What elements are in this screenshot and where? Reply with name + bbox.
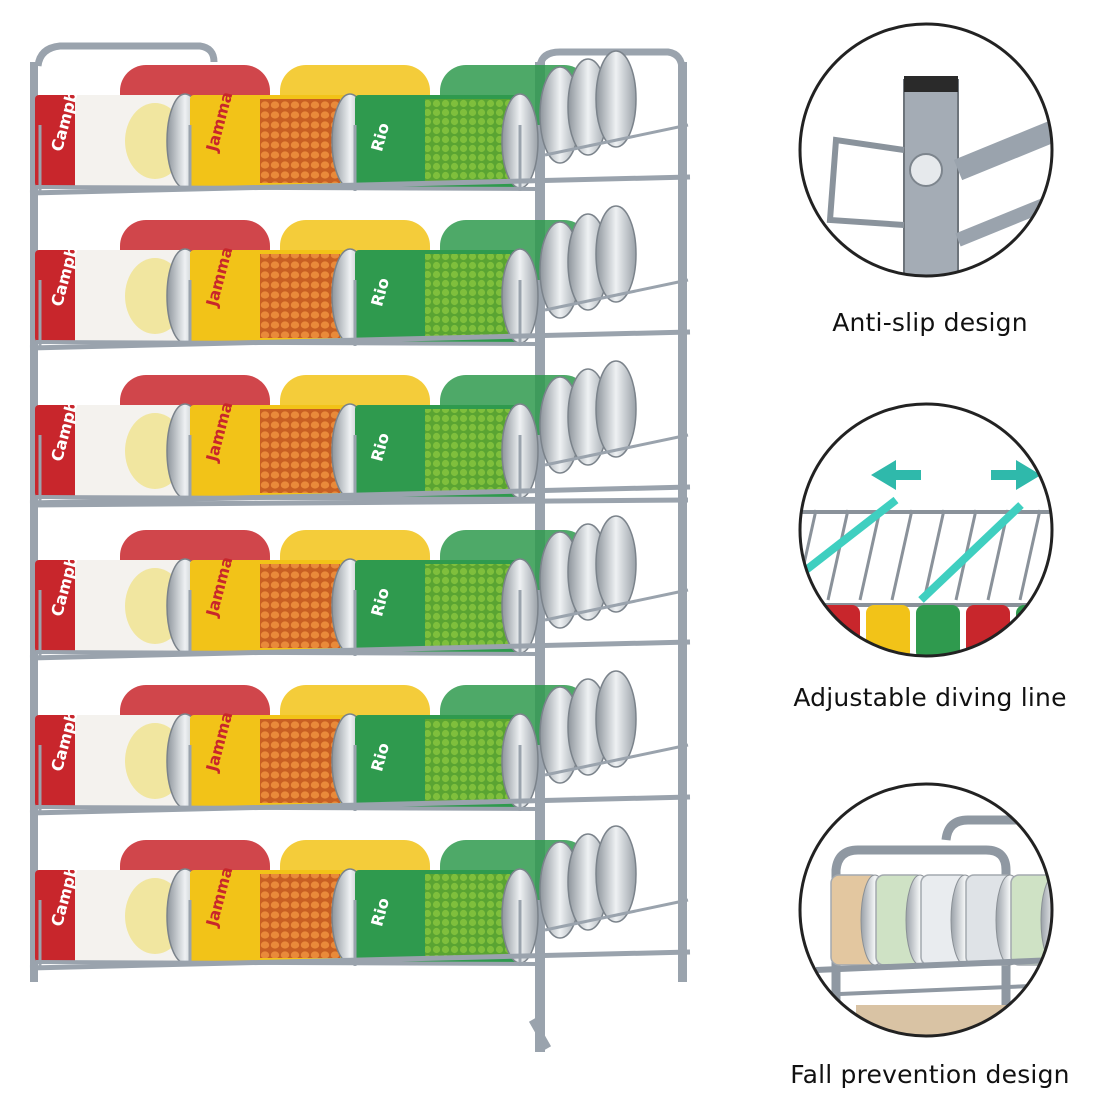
peas-can: Rio [355,93,539,189]
shelf-wire [826,509,850,601]
guard-rail [941,815,1036,841]
peas-can: Rio [355,713,539,809]
shelf-rail [29,484,691,506]
peas-can: Rio [355,558,539,654]
can-food [260,99,340,183]
shelf-rail [29,329,691,351]
divider-line [803,496,899,574]
circle-border [798,22,1054,278]
rail [953,119,1052,181]
peas-can: Rio [355,868,539,964]
shelf-wire [858,509,882,601]
side-wire [544,898,689,932]
rack-top-handle [34,42,218,67]
shelf-wire [800,509,818,601]
beans-can: Jamma [190,90,369,189]
soup-can: Campbell's [35,519,204,654]
can-end [595,825,637,923]
soup-can: Campbell's [35,829,204,964]
side-wire [544,588,689,622]
shelf-wire [1018,509,1042,601]
can-food [260,719,340,803]
side-loop [826,136,905,228]
can-food [260,254,340,338]
peas-can: Rio [355,248,539,344]
arrow-left-icon [871,460,921,490]
beans-can: Jamma [190,710,369,809]
shelf-wire [922,509,946,601]
beans-can: Jamma [190,555,369,654]
can-food [425,719,510,803]
can-end [595,515,637,613]
front-rail [35,340,541,346]
beans-can: Jamma [190,245,369,344]
shelf-rail [29,949,691,971]
soup-can: Campbell's [35,674,204,809]
beans-can: Jamma [190,865,369,964]
can [966,605,1010,656]
can-end [595,360,637,458]
can-end [595,670,637,768]
side-wire [544,433,689,467]
divider-line [918,502,1024,603]
shelf-rail [815,983,1052,997]
front-rail [35,185,541,191]
can [866,605,910,656]
can-end [595,205,637,303]
shelf-wire [890,509,914,601]
circle-border [798,402,1054,658]
can-food [425,409,510,493]
shelf-rail [29,794,691,816]
can-food [425,99,510,183]
soup-can: Campbell's [35,54,204,189]
front-rail [35,805,541,811]
fall-prevention-detail-circle [798,782,1054,1038]
rack-right-post [678,62,687,982]
beans-can: Jamma [190,400,369,499]
can-food [260,564,340,648]
anti-slip-caption: Anti-slip design [832,308,1028,337]
side-wire [544,278,689,312]
front-rail [35,960,541,966]
can-food [260,874,340,958]
can-food [425,564,510,648]
side-wire [544,123,689,157]
side-wire [544,743,689,777]
adjustable-divider-detail-circle [798,402,1054,658]
anti-slip-detail-circle [798,22,1054,278]
anti-slip-cap [904,76,958,92]
circle-border [798,782,1054,1038]
peas-can: Rio [355,403,539,499]
arrow-right-icon [991,460,1041,490]
adjustable-divider-caption: Adjustable diving line [793,683,1067,712]
front-rail [35,650,541,656]
front-rail [35,495,541,501]
rack-foot [528,1018,552,1050]
screw-icon [909,153,943,187]
can-food [425,254,510,338]
guard-rail [831,845,1011,1030]
fall-prevention-caption: Fall prevention design [790,1060,1070,1089]
shelf-rail [815,957,1052,973]
shelf-rail [29,174,691,196]
rack-left-post [30,62,38,982]
shelf-rail [29,639,691,661]
can-food [425,874,510,958]
can [916,605,960,656]
can-end [595,50,637,148]
unit-divider [29,497,689,508]
can-food [260,409,340,493]
